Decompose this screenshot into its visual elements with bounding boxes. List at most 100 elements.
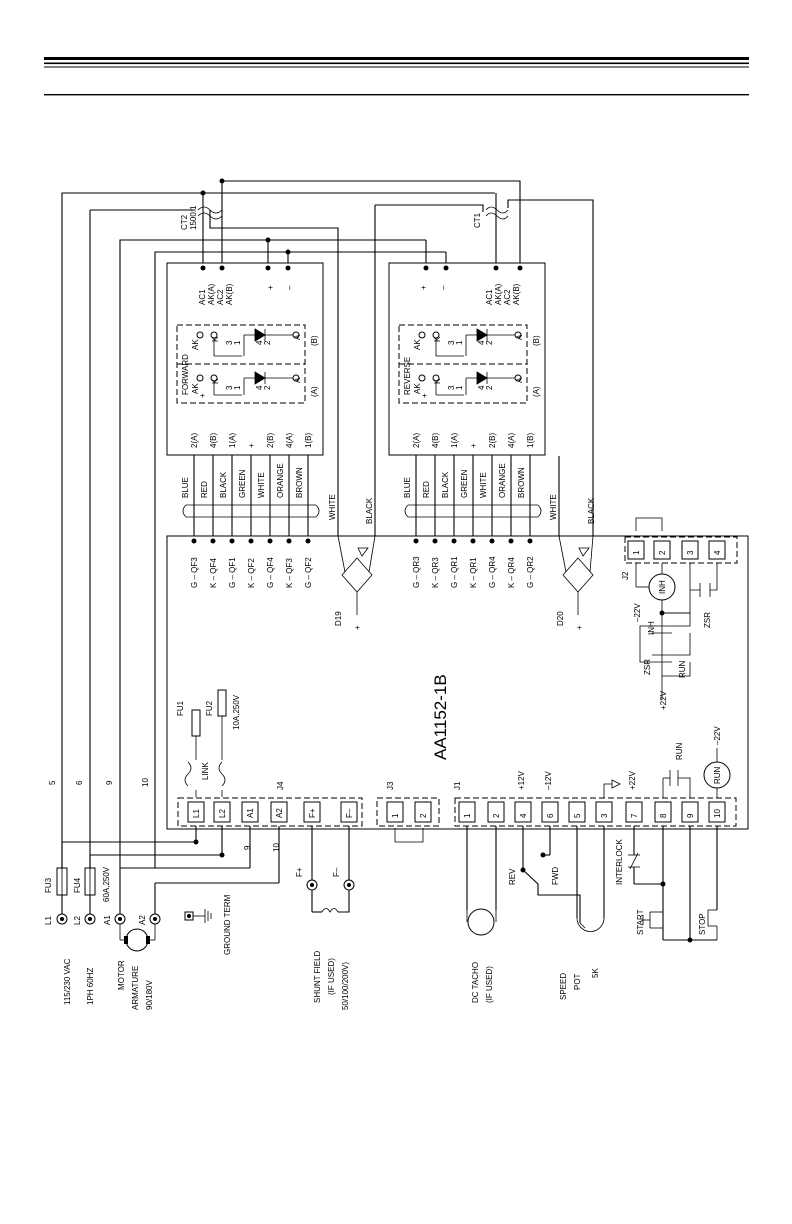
svg-text:D19: D19 <box>334 611 343 626</box>
wire-color-label: ORANGE <box>498 463 507 498</box>
svg-text:A1: A1 <box>103 915 112 925</box>
svg-text:ZSR: ZSR <box>643 659 652 675</box>
fu1-fuse-icon <box>191 709 201 737</box>
bridge-d20: D20 + WHITE BLACK <box>549 494 596 630</box>
wire-color-label: BLACK <box>441 471 450 498</box>
svg-text:RUN: RUN <box>713 766 722 784</box>
pin-dot <box>508 538 514 544</box>
svg-text:WHITE: WHITE <box>549 494 558 520</box>
svg-text:–: – <box>285 285 294 290</box>
svg-text:2: 2 <box>263 340 272 345</box>
module-pin-label: 2(B) <box>488 433 497 448</box>
terminal-box <box>340 801 358 823</box>
svg-text:GROUND TERM: GROUND TERM <box>223 894 232 955</box>
terminal-label: 5 <box>573 813 582 818</box>
pin-dot <box>432 538 438 544</box>
wire-color-label: BLACK <box>219 471 228 498</box>
terminal-label: 2 <box>658 550 667 555</box>
terminal-box <box>541 801 559 823</box>
terminal-box <box>681 801 699 823</box>
ct1-transformer: CT1 <box>473 206 509 228</box>
terminal-label: 1 <box>463 813 472 818</box>
svg-text:BLACK: BLACK <box>587 497 596 524</box>
gate-signal-label: G – QR2 <box>526 556 535 588</box>
module-pin-label: 2(B) <box>266 433 275 448</box>
svg-text:+22V: +22V <box>628 770 637 790</box>
svg-text:REVERSE: REVERSE <box>403 357 412 395</box>
svg-text:AK: AK <box>191 339 200 350</box>
pin-dot <box>210 538 216 544</box>
svg-text:RUN: RUN <box>678 660 687 678</box>
gate-signal-label: G – QF3 <box>190 557 199 588</box>
svg-text:INH: INH <box>647 621 656 635</box>
terminal-label: 6 <box>546 813 555 818</box>
reverse-module: REVERSE AC1 AK(A) AC2 AK(B) + – AK AK K … <box>388 262 546 456</box>
pin-dot <box>267 538 273 544</box>
terminal-box <box>241 801 259 823</box>
svg-text:AK: AK <box>191 383 200 394</box>
wire-numbers: 5 6 9 10 9 10 <box>48 778 281 852</box>
svg-text:(B): (B) <box>532 335 541 346</box>
terminal-box <box>187 801 205 823</box>
module-pin-label: + <box>469 443 478 448</box>
shunt-field: F+ F– SHUNT FIELD (IF USED) 50/100/200V) <box>295 867 355 1010</box>
module-pin-label: 4(B) <box>209 433 218 448</box>
gate-signal-label: G – QR4 <box>488 556 497 588</box>
svg-text:AK: AK <box>413 383 422 394</box>
external-wiring <box>61 826 718 941</box>
terminal-label: 3 <box>600 813 609 818</box>
gate-signal-label: K – QR3 <box>431 557 440 588</box>
pin-dot <box>248 538 254 544</box>
svg-text:FU3: FU3 <box>44 877 53 893</box>
svg-text:–22V: –22V <box>633 603 642 622</box>
svg-text:A2: A2 <box>138 915 147 925</box>
svg-text:3: 3 <box>447 340 456 345</box>
svg-text:2: 2 <box>263 385 272 390</box>
svg-text:(IF USED): (IF USED) <box>327 958 336 995</box>
svg-text:DC TACHO: DC TACHO <box>471 962 480 1003</box>
svg-text:4: 4 <box>255 340 264 345</box>
svg-text:F+: F+ <box>295 867 304 877</box>
svg-text:–: – <box>439 285 448 290</box>
svg-text:L2: L2 <box>73 916 82 925</box>
pin-dot <box>451 538 457 544</box>
terminal-label: 4 <box>713 550 722 555</box>
wire-color-label: BROWN <box>517 467 526 498</box>
gate-signal-label: K – QF2 <box>247 558 256 588</box>
ct-wiring <box>61 180 594 868</box>
terminal-box <box>270 801 288 823</box>
gate-signal-label: K – QR4 <box>507 557 516 588</box>
terminal-label: A1 <box>246 808 255 818</box>
internal-fuses: FU1 FU2 10A,250V LINK <box>176 689 241 797</box>
terminal-label: 1 <box>632 550 641 555</box>
svg-text:4: 4 <box>477 385 486 390</box>
svg-text:AC2: AC2 <box>503 289 512 305</box>
svg-text:FU4: FU4 <box>73 877 82 893</box>
svg-text:J2: J2 <box>621 571 630 580</box>
gate-signal-label: G – QF2 <box>304 557 313 588</box>
svg-text:10A,250V: 10A,250V <box>232 694 241 730</box>
svg-text:INTERLOCK: INTERLOCK <box>615 839 624 885</box>
svg-text:SPEED: SPEED <box>559 973 568 1000</box>
fu2-fuse-icon <box>217 689 227 717</box>
svg-text:AK(A): AK(A) <box>207 283 216 305</box>
svg-text:A: A <box>293 334 302 340</box>
svg-text:BLACK: BLACK <box>365 497 374 524</box>
svg-text:MOTOR: MOTOR <box>117 960 126 990</box>
svg-text:+: + <box>266 285 275 290</box>
module-pin-label: 1(B) <box>526 433 535 448</box>
start-stop-controls: INTERLOCK START STOP <box>615 839 718 940</box>
wire-color-label: BROWN <box>295 467 304 498</box>
wire-color-label: RED <box>200 481 209 498</box>
svg-text:AC1: AC1 <box>485 289 494 305</box>
svg-text:STOP: STOP <box>698 913 707 935</box>
svg-text:90/180V: 90/180V <box>145 980 154 1010</box>
terminal-box <box>213 801 231 823</box>
ct2-transformer: CT2 1500:1 <box>180 205 223 230</box>
gate-signal-label: G – QR3 <box>412 556 421 588</box>
terminal-label: 10 <box>713 809 722 818</box>
terminal-label: A2 <box>275 808 284 818</box>
